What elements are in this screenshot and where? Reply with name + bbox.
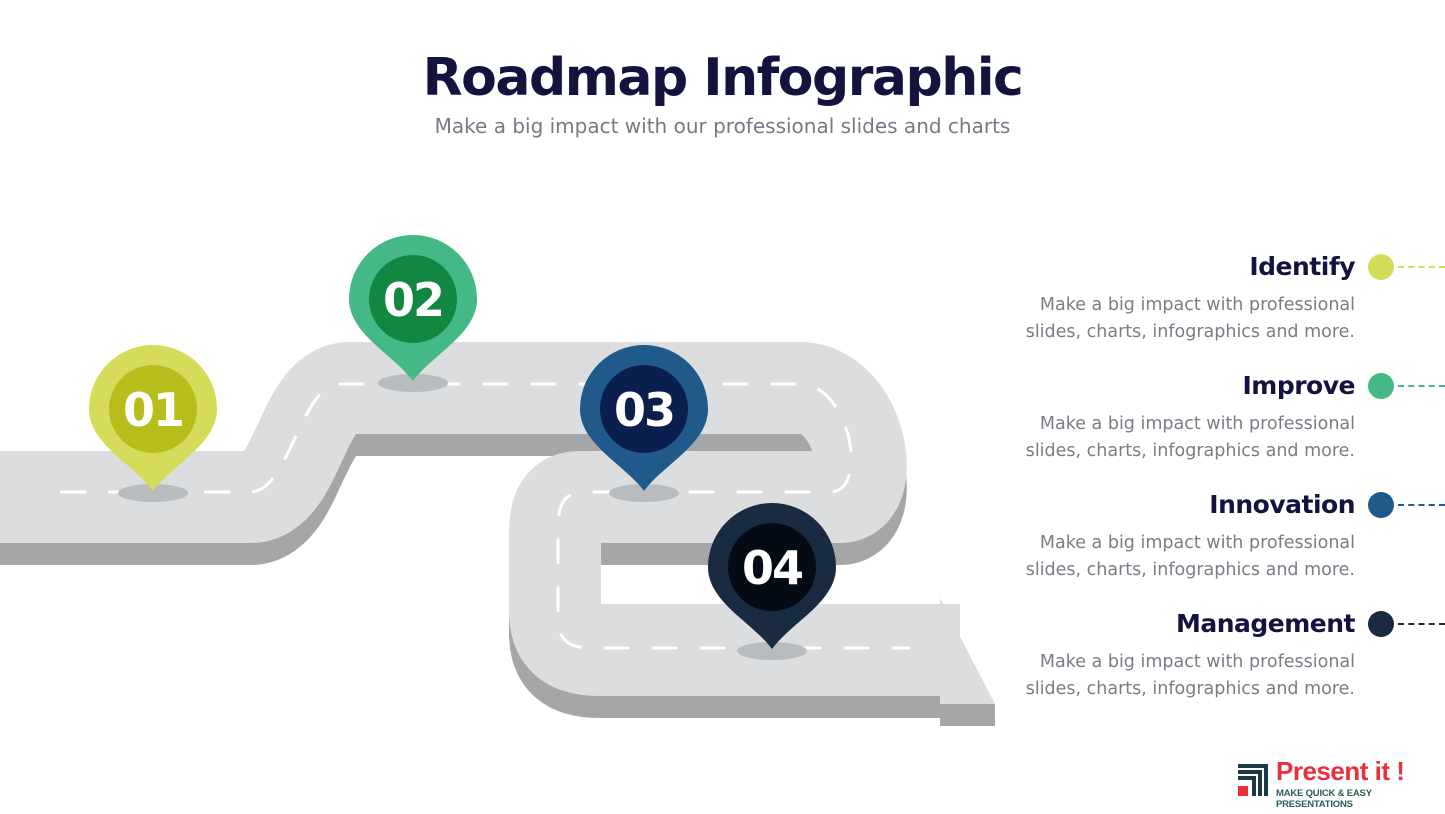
step-connector-line: [1398, 385, 1445, 387]
pin-04: 04: [708, 503, 836, 660]
logo-tagline: MAKE QUICK & EASY PRESENTATIONS: [1276, 788, 1372, 810]
pin-number: 02: [383, 273, 443, 327]
pin-02: 02: [349, 235, 477, 392]
desc-line: Make a big impact with professional: [1039, 414, 1355, 434]
roadmap-step-4: Management Make a big impact with profes…: [955, 607, 1356, 703]
desc-line: slides, charts, infographics and more.: [1025, 679, 1355, 699]
step-title: Management: [1175, 609, 1356, 638]
desc-line: Make a big impact with professional: [1039, 652, 1355, 672]
step-title: Improve: [1242, 371, 1355, 400]
step-connector-line: [1398, 504, 1445, 506]
desc-line: slides, charts, infographics and more.: [1025, 560, 1355, 580]
pin-number: 03: [614, 383, 674, 437]
roadmap-step-2: Improve Make a big impact with professio…: [955, 369, 1356, 465]
page-title: Roadmap Infographic: [422, 48, 1024, 108]
pin-number: 04: [742, 541, 802, 595]
pin-inner-circle: [728, 523, 816, 611]
pin-shadow: [378, 374, 448, 392]
step-dot-icon: [1368, 373, 1394, 399]
roadmap-step-3: Innovation Make a big impact with profes…: [955, 488, 1356, 584]
logo-name: Present it !: [1276, 756, 1405, 786]
step-title: Innovation: [1209, 490, 1355, 519]
pin-inner-circle: [600, 365, 688, 453]
pin-shadow: [609, 484, 679, 502]
desc-line: slides, charts, infographics and more.: [1025, 441, 1355, 461]
step-dot-icon: [1368, 611, 1394, 637]
desc-line: slides, charts, infographics and more.: [1025, 322, 1355, 342]
step-description: Make a big impact with professional slide…: [955, 649, 1355, 703]
brand-logo: Present it ! MAKE QUICK & EASY PRESENTAT…: [1236, 756, 1436, 810]
logo-icon: [1238, 764, 1268, 796]
road-end: [940, 598, 995, 704]
pin-shadow: [737, 642, 807, 660]
step-description: Make a big impact with professional slide…: [955, 292, 1355, 346]
desc-line: Make a big impact with professional: [1039, 295, 1355, 315]
step-dot-icon: [1368, 492, 1394, 518]
roadmap-step-1: Identify Make a big impact with professi…: [955, 250, 1356, 346]
pin-01: 01: [89, 345, 217, 502]
pin-03: 03: [580, 345, 708, 502]
step-description: Make a big impact with professional slide…: [955, 411, 1355, 465]
step-description: Make a big impact with professional slide…: [955, 530, 1355, 584]
page-subtitle: Make a big impact with our professional …: [434, 114, 1011, 138]
pin-inner-circle: [369, 255, 457, 343]
step-dot-icon: [1368, 254, 1394, 280]
road-surface: [0, 342, 960, 696]
step-connector-line: [1398, 623, 1445, 625]
pin-inner-circle: [109, 365, 197, 453]
pin-number: 01: [123, 383, 183, 437]
desc-line: Make a big impact with professional: [1039, 533, 1355, 553]
step-title: Identify: [1249, 252, 1355, 281]
pin-shadow: [118, 484, 188, 502]
step-connector-line: [1398, 266, 1445, 268]
